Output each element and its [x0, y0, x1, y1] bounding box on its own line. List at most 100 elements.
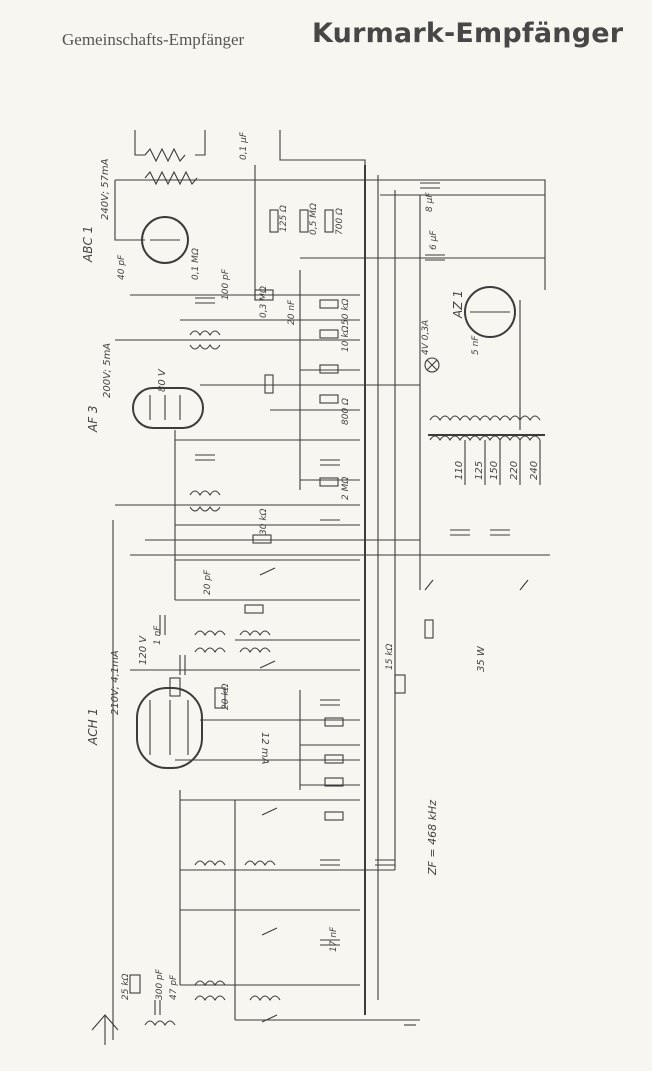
label-power: 35 W [476, 645, 487, 672]
tube-ach1-name: ACH 1 [86, 708, 100, 746]
resistor [214, 687, 226, 709]
transformer-secondary [429, 415, 541, 422]
tube-abc1 [141, 216, 189, 264]
output-resistor [144, 170, 198, 186]
tube-abc1-rating: 240V; 57mA [100, 158, 111, 220]
res-label: 125 Ω [279, 205, 289, 232]
label-if-frequency: ZF = 468 kHz [426, 800, 439, 876]
switch-contact [424, 579, 434, 591]
wire [115, 179, 546, 290]
label-15k: 15 kΩ [385, 643, 395, 670]
coil [244, 860, 276, 867]
resistor [324, 777, 344, 787]
resistor [319, 394, 339, 404]
switch-contact [261, 927, 278, 936]
switch-contact [259, 660, 276, 669]
cap-label: 20 nF [287, 299, 297, 325]
pilot-lamp [424, 357, 440, 373]
label-12ma: 12 mA [259, 732, 270, 765]
tube-az1 [464, 286, 516, 338]
capacitor-group [154, 182, 510, 1015]
cap-label: 20 pF [203, 569, 213, 595]
resistor [324, 754, 344, 764]
coil [194, 995, 226, 1002]
resistor [254, 289, 274, 301]
resistor [299, 209, 309, 233]
resistor [424, 619, 434, 639]
cap-label: 0,1 µF [239, 131, 249, 160]
cap-label: 40 pF [117, 254, 127, 280]
switch-group [259, 567, 529, 1023]
res-label: 800 Ω [341, 398, 351, 425]
switch-contact [261, 1014, 278, 1023]
resistor-group [129, 209, 434, 994]
resistor [394, 674, 406, 694]
cap-label: 1 nF [153, 625, 163, 645]
tube-af3-name: AF 3 [86, 405, 100, 433]
cap-label: 5 nF [471, 335, 481, 355]
resistor [169, 677, 181, 697]
cap-label: 17 nF [329, 926, 339, 952]
header-subtitle: Gemeinschafts-Empfänger [62, 30, 245, 49]
coil-group [144, 330, 281, 1027]
resistor [252, 534, 272, 544]
coil [189, 490, 221, 497]
wire [195, 130, 206, 156]
wire [114, 180, 145, 241]
resistor [324, 717, 344, 727]
res-label: 0,5 MΩ [309, 203, 319, 235]
coil [189, 330, 221, 337]
res-label: 25 kΩ [121, 973, 131, 1000]
res-label: 50 kΩ [341, 298, 351, 325]
resistor [264, 374, 274, 394]
transformer-primary [429, 435, 541, 442]
cap-label: 47 pF [169, 974, 179, 1000]
coil [189, 505, 221, 512]
resistor [269, 209, 279, 233]
header: Gemeinschafts-Empfänger Kurmark-Empfänge… [0, 14, 652, 58]
cap-label: 100 pF [221, 268, 231, 300]
tap-240: 240 [529, 461, 540, 480]
label-80v: 80 V [157, 368, 168, 392]
resistor [319, 299, 339, 309]
res-label: 2 MΩ [341, 477, 351, 500]
pilot-lamp-filament [426, 359, 438, 371]
tap-125: 125 [474, 461, 485, 480]
coil [194, 647, 226, 654]
res-label: 30 kΩ [259, 508, 269, 535]
tube-af3 [132, 387, 204, 429]
coil [249, 995, 281, 1002]
resistor [319, 364, 339, 374]
resistor [129, 974, 141, 994]
res-label: 20 kΩ [221, 683, 231, 710]
cap-label: 300 pF [155, 968, 165, 1000]
switch-contact [259, 567, 276, 576]
coil [194, 860, 226, 867]
coil [189, 343, 221, 350]
speaker-coil [144, 147, 186, 163]
tap-110: 110 [454, 461, 465, 480]
cap-label: 8 µF [425, 192, 435, 212]
coil [239, 647, 271, 654]
coil [144, 1020, 176, 1027]
resistor [319, 329, 339, 339]
tap-150: 150 [489, 461, 500, 480]
tube-az1-name: AZ 1 [451, 290, 465, 319]
res-label: 0,3 MΩ [259, 286, 269, 318]
label-120v: 120 V [138, 635, 149, 665]
coil [194, 980, 226, 987]
res-label: 700 Ω [335, 208, 345, 235]
cap-label: 6 µF [429, 230, 439, 250]
switch-contact [261, 807, 278, 816]
res-label: 10 kΩ [341, 325, 351, 352]
coil [194, 630, 226, 637]
resistor [319, 477, 339, 487]
coil [239, 630, 271, 637]
res-label: 0,1 MΩ [191, 248, 201, 280]
label-lamp: 4V 0,3A [421, 320, 431, 355]
header-title: Kurmark-Empfänger [312, 18, 624, 49]
tube-ach1-rating: 210V; 4,1mA [110, 650, 121, 715]
resistor [324, 209, 334, 233]
